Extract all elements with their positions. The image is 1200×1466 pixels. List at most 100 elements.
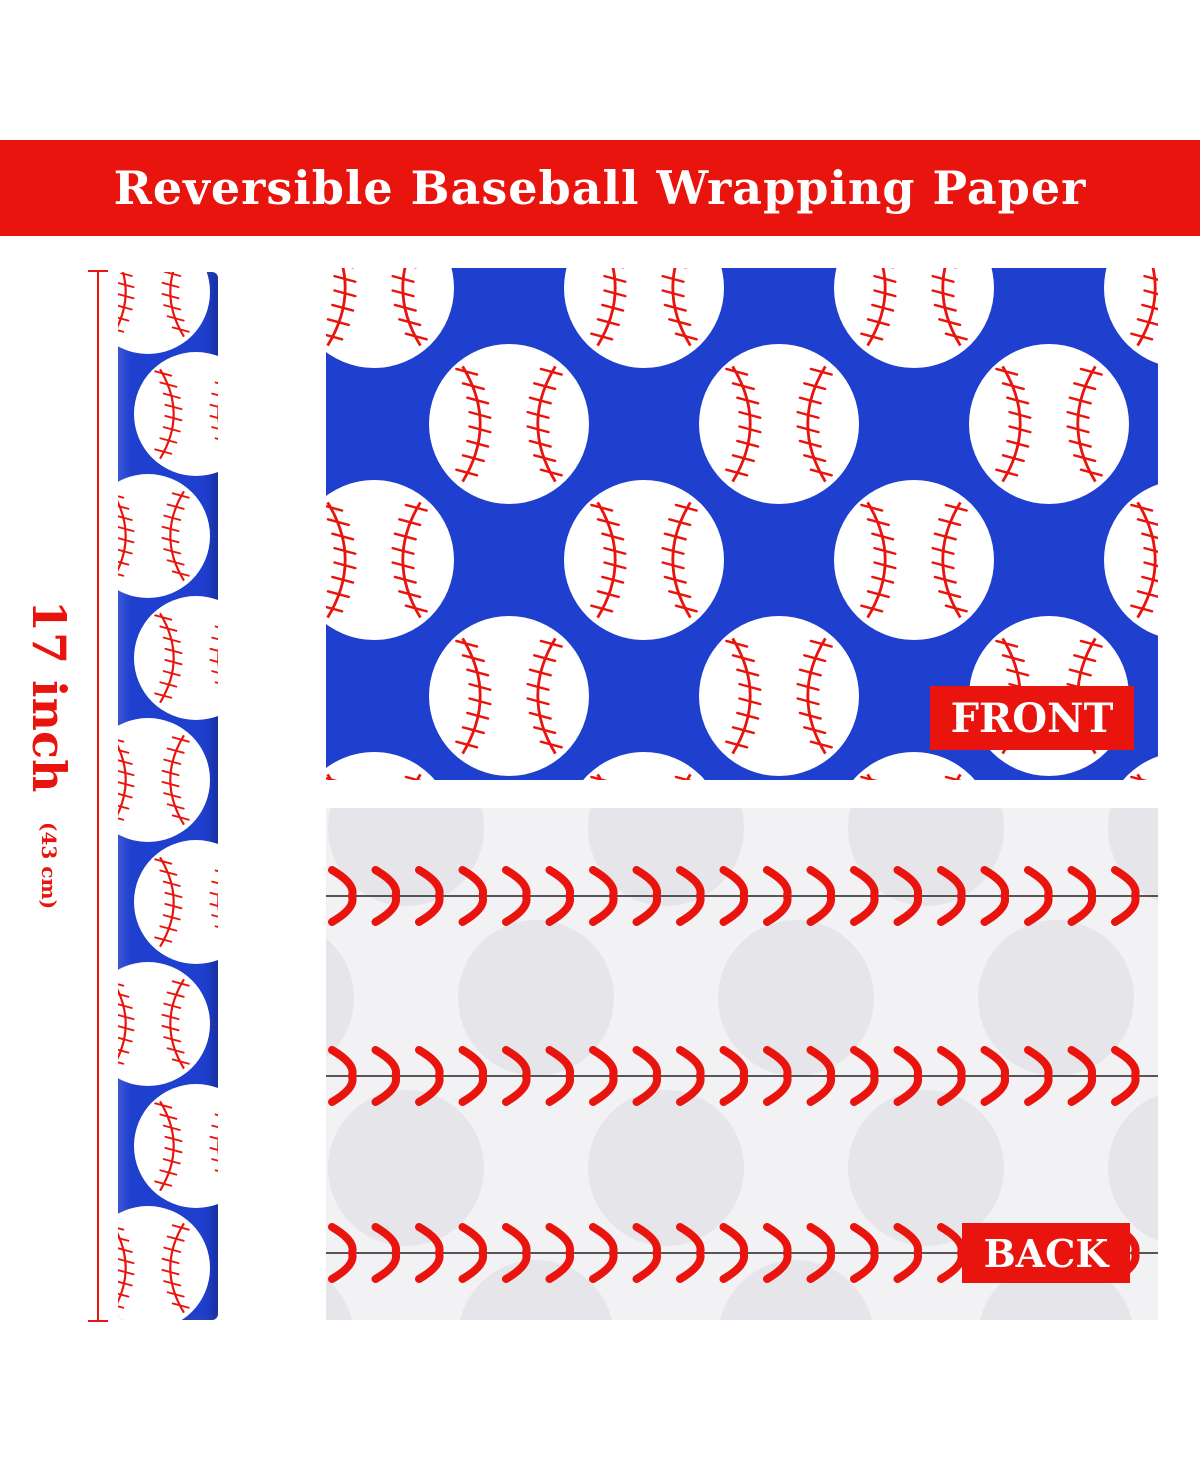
baseball-icon — [853, 752, 975, 780]
stitch-icon — [719, 866, 749, 926]
baseball-icon — [326, 268, 454, 368]
baseball-icon — [134, 596, 218, 720]
faded-baseball-icon — [1108, 1095, 1158, 1241]
faded-baseball-icon — [1108, 808, 1158, 901]
title-banner: Reversible Baseball Wrapping Paper — [0, 140, 1200, 236]
stitch-icon — [850, 866, 879, 926]
faded-baseball-icon — [458, 920, 614, 1076]
faded-baseball-icon — [588, 808, 744, 906]
stitch-icon — [806, 1046, 836, 1106]
stitch-icon — [415, 1046, 444, 1106]
stitch-icon — [632, 1223, 662, 1283]
paper-roll — [118, 272, 218, 1320]
baseball-icon — [134, 1084, 218, 1208]
stitch-icon — [937, 1223, 966, 1283]
stitch-icon — [589, 866, 618, 926]
stitch-icon — [1024, 866, 1053, 926]
stitch-icon — [893, 1223, 923, 1283]
banner-title: Reversible Baseball Wrapping Paper — [113, 161, 1087, 215]
baseball-icon — [429, 616, 589, 776]
dimension-sub: (43 cm) — [37, 822, 61, 910]
baseball-icon — [118, 474, 210, 598]
stitch-icon — [719, 1046, 749, 1106]
baseball-icon — [429, 344, 589, 504]
stitch-icon — [937, 1046, 966, 1106]
stitch-icon — [1111, 1046, 1140, 1106]
stitch-icon — [458, 1046, 488, 1106]
baseball-icon — [699, 616, 859, 776]
stitch-icon — [806, 1223, 836, 1283]
back-pattern — [326, 808, 1158, 1320]
stitch-icon — [545, 1046, 575, 1106]
baseball-icon — [118, 272, 210, 354]
stitch-icon — [458, 866, 488, 926]
front-label: FRONT — [930, 686, 1134, 750]
stitch-icon — [1111, 866, 1140, 926]
front-pattern — [326, 268, 1158, 780]
stitch-icon — [719, 1223, 749, 1283]
baseball-icon — [564, 268, 724, 368]
faded-baseball-icon — [718, 920, 874, 1076]
stitch-icon — [328, 866, 357, 926]
faded-baseball-icon — [328, 808, 484, 906]
stitch-icon — [763, 1046, 792, 1106]
stitch-icon — [806, 866, 836, 926]
baseball-icon — [969, 344, 1129, 504]
faded-baseball-icon — [720, 1260, 872, 1320]
stitch-icon — [545, 866, 575, 926]
baseball-icon — [583, 752, 705, 780]
stitch-icon — [502, 1046, 531, 1106]
stitch-icon — [850, 1223, 879, 1283]
stitch-icon — [502, 1223, 531, 1283]
stitch-icon — [328, 1223, 357, 1283]
stitch-icon — [371, 866, 401, 926]
baseball-icon — [134, 840, 218, 964]
baseball-icon — [134, 352, 218, 476]
baseball-icon — [1123, 756, 1158, 780]
baseball-icon — [118, 1206, 210, 1320]
faded-baseball-icon — [460, 1260, 612, 1320]
stitch-icon — [980, 866, 1010, 926]
stitch-icon — [676, 1046, 705, 1106]
stitch-icon — [980, 1046, 1010, 1106]
faded-baseball-icon — [848, 808, 1004, 906]
stitch-icon — [589, 1223, 618, 1283]
stitch-icon — [458, 1223, 488, 1283]
back-label: BACK — [962, 1223, 1130, 1283]
stitch-icon — [763, 866, 792, 926]
stitch-icon — [893, 866, 923, 926]
dimension-cap-top — [88, 270, 108, 272]
stitch-icon — [371, 1046, 401, 1106]
baseball-icon — [1104, 484, 1158, 636]
stitch-icon — [328, 1046, 357, 1106]
baseball-icon — [118, 962, 210, 1086]
baseball-icon — [326, 752, 435, 780]
stitch-icon — [937, 866, 966, 926]
stitch-icon — [1024, 1046, 1053, 1106]
stitch-icon — [1067, 1046, 1097, 1106]
faded-baseball-icon — [978, 920, 1134, 1076]
stitch-icon — [632, 1046, 662, 1106]
stitch-icon — [371, 1223, 401, 1283]
dimension-cap-bottom — [88, 1320, 108, 1322]
faded-baseball-icon — [326, 938, 354, 1058]
stitch-icon — [415, 866, 444, 926]
dimension-main: 17 inch — [22, 600, 76, 793]
baseball-icon — [118, 718, 210, 842]
roll-pattern — [118, 272, 218, 1320]
stitch-icon — [545, 1223, 575, 1283]
stitch-icon — [415, 1223, 444, 1283]
faded-baseball-icon — [588, 1090, 744, 1246]
baseball-icon — [326, 480, 454, 640]
stitch-icon — [763, 1223, 792, 1283]
dimension-label: 17 inch (43 cm) — [20, 600, 78, 1020]
baseball-icon — [699, 344, 859, 504]
stitch-icon — [676, 1223, 705, 1283]
dimension-line — [97, 270, 99, 1322]
stitch-icon — [632, 866, 662, 926]
baseball-icon — [834, 268, 994, 368]
faded-baseball-icon — [326, 1278, 352, 1320]
faded-baseball-icon — [328, 1090, 484, 1246]
stitch-icon — [850, 1046, 879, 1106]
baseball-icon — [564, 480, 724, 640]
